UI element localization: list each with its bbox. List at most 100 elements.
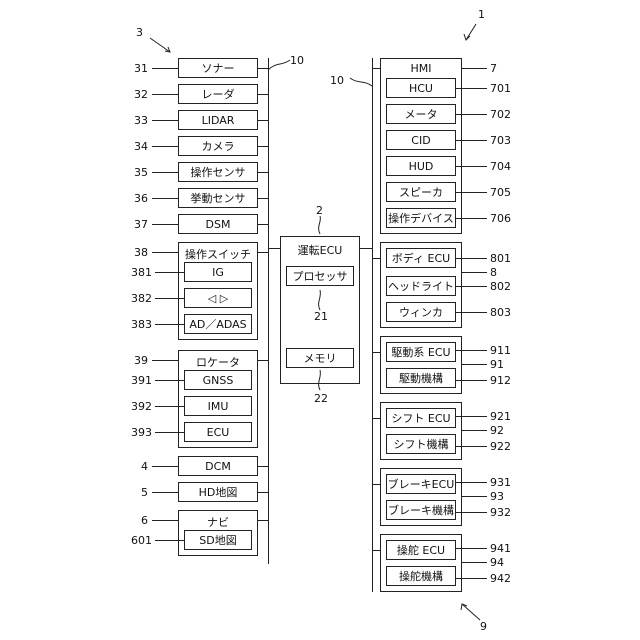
shift-mechanism-box: シフト機構	[386, 434, 456, 454]
connector	[258, 224, 268, 225]
ref-sd-map: 601	[120, 534, 152, 547]
ref-memory: 22	[314, 392, 328, 405]
ref-leader	[456, 578, 487, 579]
ref-operation-device: 706	[490, 212, 511, 225]
ref-shift-group: 92	[490, 424, 504, 437]
behavior-sensor-box: 挙動センサ	[178, 188, 258, 208]
ref-left-group: 3	[136, 26, 143, 39]
ref-main: 1	[478, 8, 485, 21]
turn-signal-box: ウィンカ	[386, 302, 456, 322]
dcm-box: DCM	[178, 456, 258, 476]
connector	[258, 146, 268, 147]
left-bus-line	[268, 58, 269, 564]
camera-box: カメラ	[178, 136, 258, 156]
ref-leader	[155, 298, 184, 299]
ref-leader	[456, 312, 487, 313]
ref-drive-mechanism: 912	[490, 374, 511, 387]
ref-leader	[456, 114, 487, 115]
ref-speaker: 705	[490, 186, 511, 199]
ref-right-group: 9	[480, 620, 487, 633]
connector	[372, 352, 380, 353]
ref-brake-mechanism: 932	[490, 506, 511, 519]
ref-radar: 32	[120, 88, 148, 101]
ref-leader	[456, 446, 487, 447]
hud-box: HUD	[386, 156, 456, 176]
ref-leader	[456, 192, 487, 193]
sonar-box: ソナー	[178, 58, 258, 78]
ref-drive-ecu: 911	[490, 344, 511, 357]
ref-leader	[152, 146, 178, 147]
ig-box: IG	[184, 262, 252, 282]
ref-body-ecu: 801	[490, 252, 511, 265]
ref-leader	[152, 224, 178, 225]
ref-cid: 703	[490, 134, 511, 147]
ad-adas-box: AD／ADAS	[184, 314, 252, 334]
ref-steering-ecu: 941	[490, 542, 511, 555]
ref-hud: 704	[490, 160, 511, 173]
ref-driving-ecu: 2	[316, 204, 323, 217]
ref-leader	[152, 172, 178, 173]
ref-leader	[152, 492, 178, 493]
speaker-box: スピーカ	[386, 182, 456, 202]
ref-leader	[456, 512, 487, 513]
brake-mechanism-box: ブレーキ機構	[386, 500, 456, 520]
connector	[258, 252, 268, 253]
ref-leader	[155, 380, 184, 381]
lidar-box: LIDAR	[178, 110, 258, 130]
ref-steering-group: 94	[490, 556, 504, 569]
connector	[258, 94, 268, 95]
ref-leader	[462, 272, 487, 273]
imu-box: IMU	[184, 396, 252, 416]
ref-leader	[462, 430, 487, 431]
connector	[372, 418, 380, 419]
ref-camera: 34	[120, 140, 148, 153]
ref-dcm: 4	[120, 460, 148, 473]
ref-leader	[155, 272, 184, 273]
hmi-title: HMI	[381, 62, 461, 75]
hcu-box: HCU	[386, 78, 456, 98]
ref-leader	[152, 94, 178, 95]
lane-change-switch-box: ◁ ▷	[184, 288, 252, 308]
ref-leader	[456, 218, 487, 219]
ref-operation-sensor: 35	[120, 166, 148, 179]
connector	[372, 484, 380, 485]
connector	[372, 68, 380, 69]
ref-shift-mechanism: 922	[490, 440, 511, 453]
ref-gnss: 391	[120, 374, 152, 387]
connector	[268, 248, 280, 249]
ref-hmi: 7	[490, 62, 497, 75]
connector	[258, 198, 268, 199]
steering-mechanism-box: 操舵機構	[386, 566, 456, 586]
operation-switch-title: 操作スイッチ	[179, 246, 257, 262]
ref-leader	[152, 466, 178, 467]
drive-mechanism-box: 駆動機構	[386, 368, 456, 388]
ref-brake-group: 93	[490, 490, 504, 503]
ref-hd-map: 5	[120, 486, 148, 499]
ref-leader	[155, 406, 184, 407]
connector	[258, 466, 268, 467]
navi-title: ナビ	[179, 514, 257, 530]
locator-ecu-box: ECU	[184, 422, 252, 442]
ref-navi: 6	[120, 514, 148, 527]
right-bus-line	[372, 58, 373, 592]
steering-ecu-box: 操舵 ECU	[386, 540, 456, 560]
operation-sensor-box: 操作センサ	[178, 162, 258, 182]
body-ecu-box: ボディ ECU	[386, 248, 456, 268]
ref-leader	[462, 364, 487, 365]
ref-leader	[155, 432, 184, 433]
ref-leader	[456, 380, 487, 381]
ref-body-group: 8	[490, 266, 497, 279]
memory-box: メモリ	[286, 348, 354, 368]
ref-leader	[456, 286, 487, 287]
ref-lidar: 33	[120, 114, 148, 127]
ref-headlight: 802	[490, 280, 511, 293]
ref-leader	[456, 88, 487, 89]
ref-ig: 381	[120, 266, 152, 279]
ref-imu: 392	[120, 400, 152, 413]
ref-ad-adas: 383	[120, 318, 152, 331]
ref-leader	[152, 520, 178, 521]
ref-leader	[456, 166, 487, 167]
ref-leader	[462, 496, 487, 497]
ref-leader	[462, 68, 487, 69]
